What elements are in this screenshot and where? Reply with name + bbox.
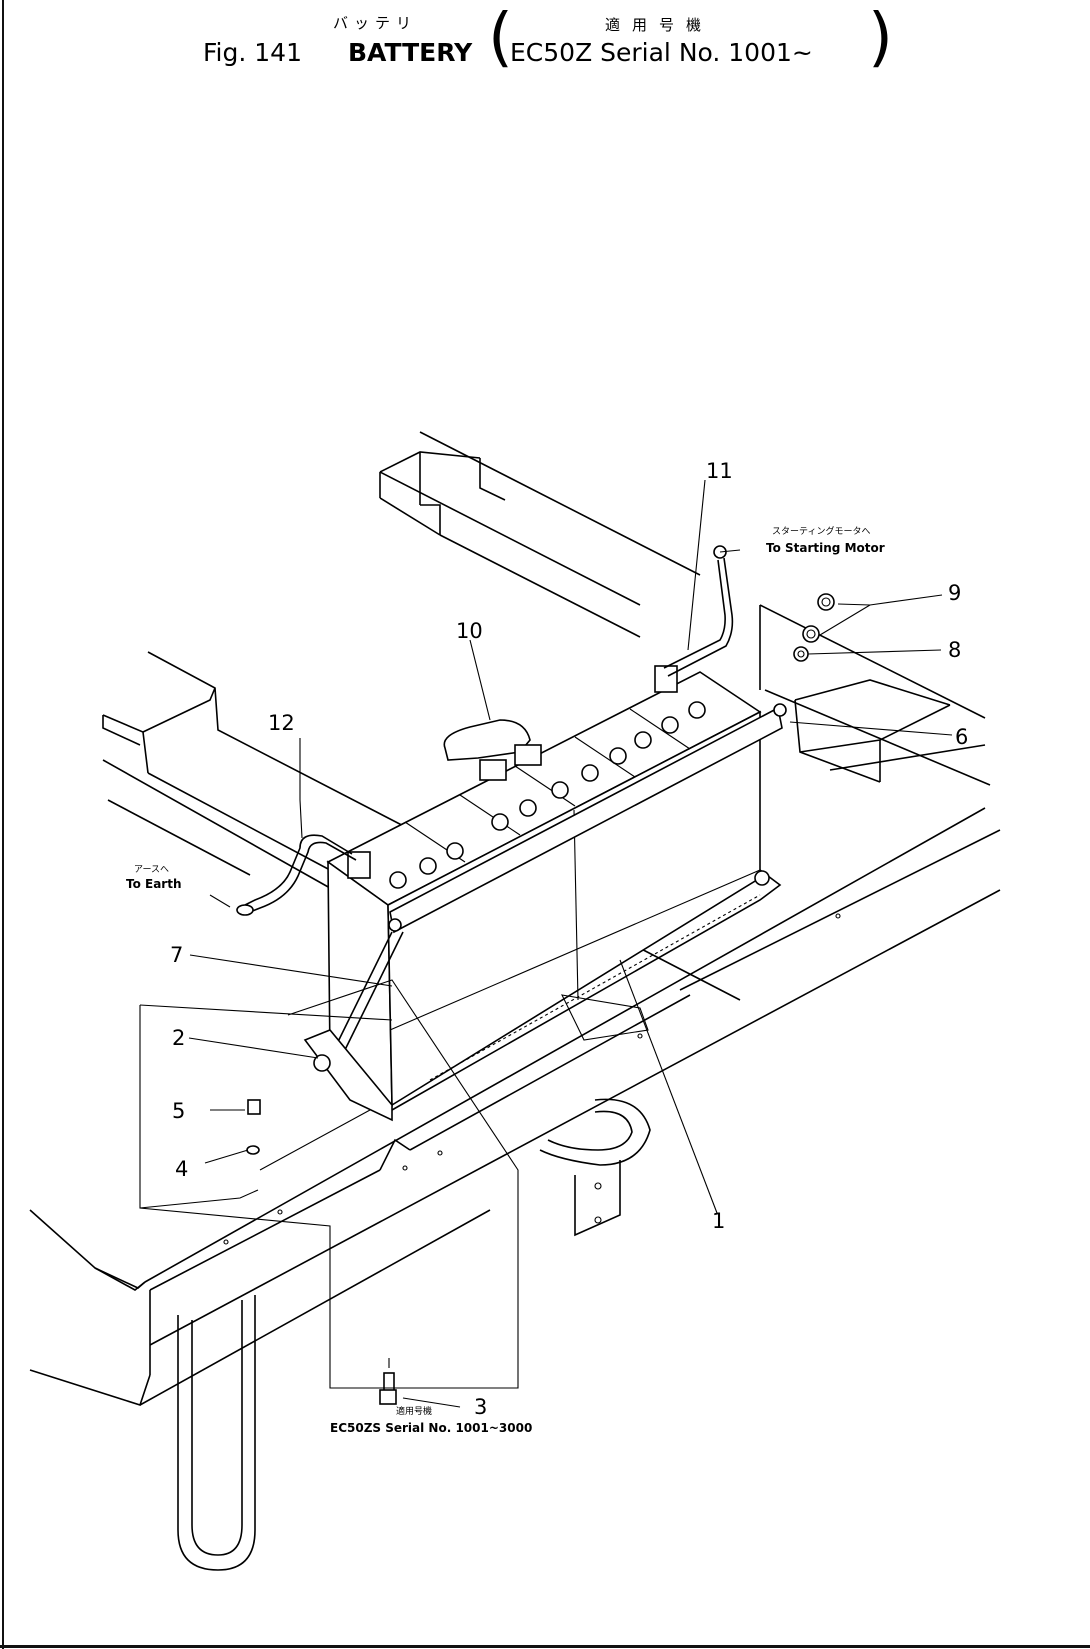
battery-hold-down bbox=[303, 703, 787, 1122]
battery-terminal-negative bbox=[347, 851, 371, 879]
applicability-japanese: 適用号機 bbox=[605, 16, 714, 34]
callout-8: 8 bbox=[948, 638, 961, 662]
starter-cable bbox=[663, 559, 726, 669]
battery bbox=[326, 665, 762, 1107]
serial-range: EC50Z Serial No. 1001~ bbox=[510, 38, 813, 67]
nut-icon bbox=[817, 593, 835, 611]
figure-title: BATTERY bbox=[348, 38, 473, 67]
note-earth: To Earth bbox=[126, 877, 182, 891]
note-earth-jp: アースへ bbox=[134, 865, 169, 875]
callout-11: 11 bbox=[706, 459, 733, 483]
note-serial-jp: 適用号機 bbox=[396, 1405, 432, 1417]
earth-cable bbox=[244, 834, 353, 906]
notes: スターティングモータへ To Starting Motor アースへ To Ea… bbox=[126, 525, 885, 1435]
leader-lines bbox=[139, 479, 953, 1408]
note-starting-motor-jp: スターティングモータへ bbox=[772, 525, 870, 537]
callout-12: 12 bbox=[268, 711, 295, 735]
washer-icon bbox=[793, 646, 809, 662]
callout-9: 9 bbox=[948, 581, 961, 605]
bracket-right: ) bbox=[868, 1, 893, 75]
connector-clamp-b bbox=[514, 744, 542, 766]
battery-terminal-positive bbox=[654, 665, 678, 693]
connector-cable bbox=[443, 719, 531, 761]
callout-1: 1 bbox=[712, 1209, 725, 1233]
callout-6: 6 bbox=[955, 725, 968, 749]
callout-3: 3 bbox=[474, 1395, 487, 1419]
figure-number: Fig. 141 bbox=[203, 38, 302, 67]
note-serial-range: EC50ZS Serial No. 1001~3000 bbox=[330, 1421, 532, 1435]
callout-7: 7 bbox=[170, 943, 183, 967]
sheet-border-bottom bbox=[0, 1645, 1090, 1648]
title-japanese: バッテリ bbox=[333, 14, 418, 32]
sheet-border-left bbox=[2, 0, 4, 1649]
callouts: 11 10 12 9 8 6 7 2 5 4 1 3 bbox=[170, 459, 968, 1419]
connector-clamp-a bbox=[479, 759, 507, 781]
tray-bolt bbox=[313, 1054, 331, 1072]
callout-4: 4 bbox=[175, 1157, 188, 1181]
small-hardware bbox=[246, 593, 835, 1405]
callout-10: 10 bbox=[456, 619, 483, 643]
callout-2: 2 bbox=[172, 1026, 185, 1050]
battery-vent-caps bbox=[389, 701, 706, 889]
callout-5: 5 bbox=[172, 1099, 185, 1123]
note-starting-motor: To Starting Motor bbox=[766, 541, 885, 555]
bracket-left: ( bbox=[488, 1, 513, 75]
